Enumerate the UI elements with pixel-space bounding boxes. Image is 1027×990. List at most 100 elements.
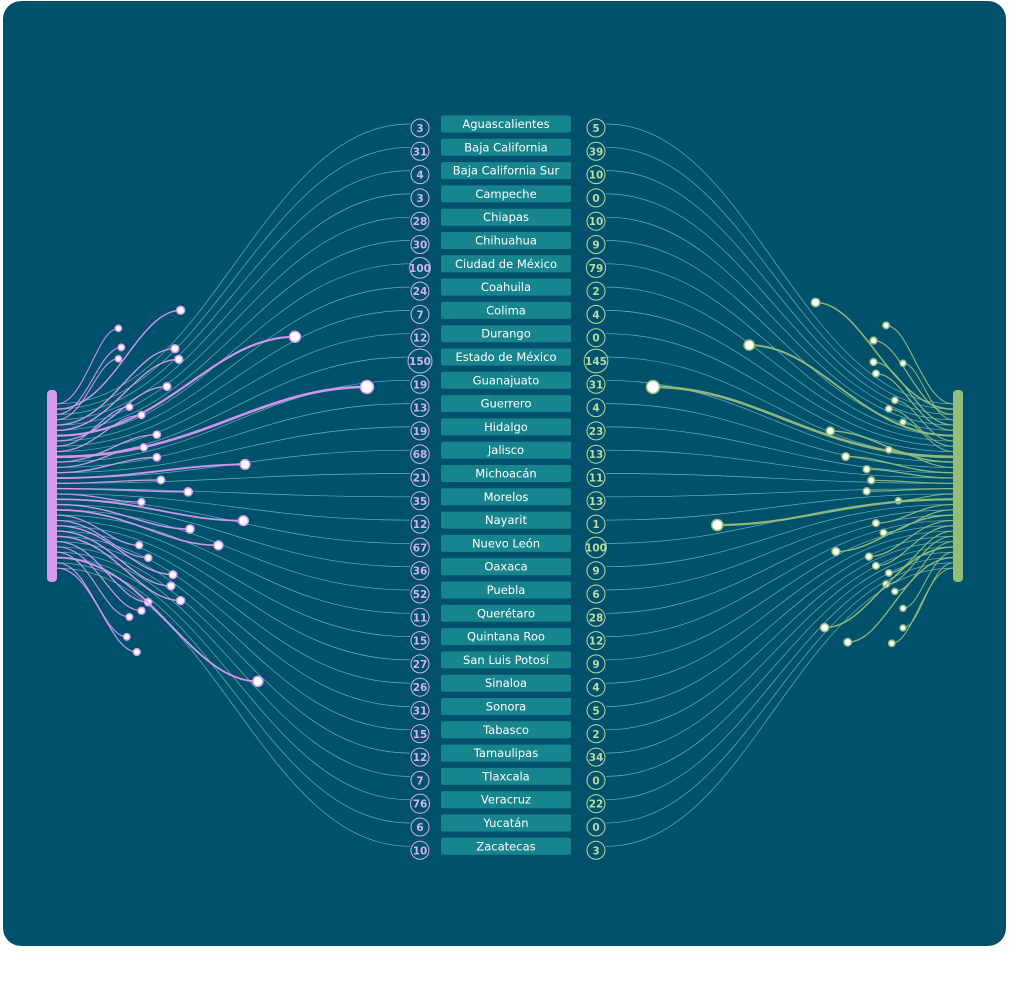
left-value-veracruz: 76 [413, 799, 428, 811]
left-fan-line-guanajuato [56, 433, 157, 463]
left-connector-coahuila [56, 286, 411, 442]
right-value-circle-veracruz [586, 794, 606, 814]
left-value-oaxaca: 36 [413, 566, 428, 578]
state-label-baja-california: Baja California [464, 140, 547, 154]
state-label-campeche: Campeche [475, 187, 536, 201]
left-connector-yucatan [56, 562, 411, 824]
left-fan-line-tamaulipas [56, 546, 142, 612]
right-fan-line-zacatecas [891, 567, 954, 644]
right-connector-tamaulipas [605, 546, 954, 754]
right-value-queretaro: 28 [589, 612, 604, 624]
left-fan-line-sinaloa [56, 530, 171, 587]
left-fan-line-chihuahua [56, 358, 179, 432]
label-bg-chihuahua [441, 232, 571, 249]
left-value-circle-yucatan [410, 817, 430, 837]
right-fan-line-guerrero [888, 449, 954, 468]
left-value-circle-oaxaca [410, 561, 430, 581]
right-value-circle-durango [586, 328, 606, 348]
left-fan-line-ciudad-de-mexico [56, 335, 295, 437]
right-connector-morelos [605, 488, 954, 498]
left-bar-rect [47, 390, 57, 582]
right-dot-guerrero [884, 445, 893, 454]
right-value-circle-estado-de-mexico [583, 348, 609, 374]
left-value-circles: 3314328301002471215019131968213512673652… [407, 118, 433, 860]
right-connector-queretaro [605, 514, 954, 614]
right-value-circle-morelos [586, 491, 606, 511]
left-connector-guerrero [56, 403, 411, 468]
left-fan-line-sonora [56, 535, 181, 602]
left-value-circle-quintana-roo [410, 631, 430, 651]
left-value-queretaro: 11 [413, 612, 428, 624]
left-fan-line-oaxaca [56, 503, 191, 530]
right-dot-estado-de-mexico [645, 379, 661, 395]
left-fan-line-guerrero [56, 446, 144, 469]
right-value-tamaulipas: 34 [589, 752, 604, 764]
left-value-circle-tlaxcala [410, 770, 430, 790]
right-dot-quintana-roo [864, 552, 874, 561]
left-fan-line-nayarit [56, 493, 142, 503]
left-dot-chihuahua [174, 354, 184, 365]
right-connector-baja-california [605, 146, 954, 410]
left-connector-puebla [56, 509, 411, 591]
left-fan-line-chiapas [56, 347, 175, 426]
right-connector-nuevo-leon [605, 498, 954, 544]
state-label-quintana-roo: Quintana Roo [467, 630, 545, 644]
left-dot-nayarit [137, 497, 146, 507]
left-connector-baja-california [56, 146, 411, 410]
right-connector-veracruz [605, 557, 954, 801]
state-label-nuevo-leon: Nuevo León [472, 536, 540, 550]
right-dot-aguascalientes [882, 321, 891, 330]
left-value-circle-morelos [410, 491, 430, 511]
state-label-tabasco: Tabasco [482, 723, 529, 737]
right-dot-sinaloa [884, 569, 893, 577]
left-fan-line-hidalgo [56, 456, 157, 474]
right-fan-line-nuevo-leon [717, 498, 954, 527]
left-value-nayarit: 12 [413, 519, 428, 531]
left-connector-michoacan [56, 473, 411, 484]
right-dot-guanajuato [825, 426, 836, 436]
right-value-baja-california-sur: 10 [589, 170, 604, 182]
label-bg-queretaro [441, 604, 571, 622]
left-value-colima: 7 [416, 309, 423, 321]
left-fan-line-michoacan [56, 479, 161, 485]
left-dot-guanajuato [152, 430, 162, 440]
left-connector-tamaulipas [56, 546, 411, 754]
left-dot-campeche [114, 354, 123, 363]
label-bg-chiapas [441, 208, 571, 226]
left-connector-san-luis-potosi [56, 525, 411, 661]
state-label-queretaro: Querétaro [477, 606, 535, 620]
right-value-circle-baja-california [586, 141, 606, 161]
right-value-oaxaca: 9 [592, 566, 599, 578]
right-value-circle-guanajuato [586, 374, 606, 394]
right-value-circle-colima [586, 304, 606, 324]
right-value-circle-oaxaca [586, 561, 606, 581]
right-connector-sonora [605, 536, 954, 707]
right-dot-yucatan [899, 624, 907, 632]
right-value-circle-san-luis-potosi [586, 654, 606, 674]
left-value-circle-aguascalientes [410, 118, 430, 138]
right-fan-line-yucatan [902, 562, 954, 629]
right-value-circle-yucatan [586, 817, 606, 837]
left-dot-coahuila [162, 381, 172, 392]
right-dot-zacatecas [887, 639, 896, 648]
left-value-chiapas: 28 [413, 216, 428, 228]
left-fan-line-durango [56, 414, 142, 453]
right-fan-line-hidalgo [845, 455, 954, 474]
left-value-circle-nuevo-leon [410, 537, 430, 558]
left-dot-yucatan [122, 632, 131, 641]
left-connector-colima [56, 310, 411, 447]
right-value-circle-queretaro [586, 607, 606, 627]
label-bg-guanajuato [441, 371, 571, 389]
state-label-durango: Durango [481, 327, 531, 341]
left-value-yucatan: 6 [416, 822, 423, 834]
state-label-coahuila: Coahuila [481, 280, 531, 294]
left-dot-colima [125, 402, 134, 412]
left-connector-oaxaca [56, 504, 411, 568]
state-label-nayarit: Nayarit [485, 513, 527, 527]
left-value-circle-tamaulipas [410, 747, 430, 767]
state-label-chiapas: Chiapas [483, 210, 529, 224]
left-dot-veracruz [252, 675, 264, 688]
right-value-aguascalientes: 5 [592, 123, 599, 135]
right-side-bar [953, 390, 963, 582]
